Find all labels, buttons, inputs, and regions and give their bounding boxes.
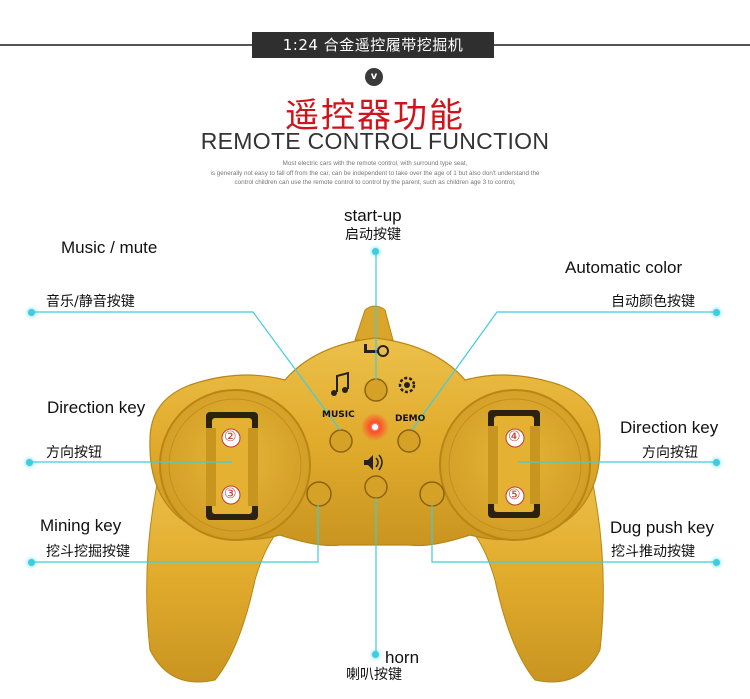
music-note-icon [331,371,349,396]
music-label-cn: 音乐/静音按键 [46,294,135,310]
dug-push-label-cn: 挖斗推动按键 [611,544,695,560]
direction-right-label-cn: 方向按钮 [642,445,698,461]
callout-dot-direction-right [713,459,720,466]
intro-line-2: is generally not easy to fall off from t… [210,170,540,177]
horn-label-cn: 喇叭按键 [346,667,402,683]
startup-label-en: start-up [344,206,402,225]
auto-color-label-en: Automatic color [565,258,683,277]
mining-label-en: Mining key [40,516,122,535]
callout-lines [30,252,718,655]
direction-number-5: ⑤ [508,487,521,503]
startup-button [364,378,388,402]
callout-dot-mining [28,559,35,566]
auto-color-label-cn: 自动颜色按键 [611,294,695,310]
speaker-icon [364,454,383,471]
direction-left-label-en: Direction key [47,398,146,417]
callout-dot-dug-push [713,559,720,566]
direction-right-label-en: Direction key [620,418,719,437]
v-badge: v [365,68,383,86]
antenna [354,305,394,341]
dug-push-label-en: Dug push key [610,518,714,537]
callout-dot-horn [372,651,379,658]
callout-dot-startup [372,248,379,255]
heading-en: REMOTE CONTROL FUNCTION [200,128,550,154]
product-title: 1:24 合金遥控履带挖掘机 [252,32,494,58]
horn-label-en: horn [385,648,420,667]
mining-button [306,481,332,507]
heading-cn: 遥控器功能 [285,96,465,136]
startup-label-cn: 启动按键 [345,227,401,243]
intro-line-1: Most electric cars with the remote contr… [282,160,468,167]
music-label: MUSIC [322,410,355,420]
dug-push-button [419,481,445,507]
gear-icon [398,376,416,394]
callout-dot-direction-left [26,459,33,466]
direction-number-2: ② [224,429,237,445]
music-button [329,429,353,453]
mining-label-cn: 挖斗挖掘按键 [46,544,130,560]
music-label-en: Music / mute [61,238,158,257]
callout-dot-music [28,309,35,316]
direction-number-3: ③ [224,486,237,502]
direction-number-4: ④ [508,429,521,445]
callout-dot-auto-color [713,309,720,316]
demo-button [397,429,421,453]
direction-left-label-cn: 方向按钮 [46,445,102,461]
intro-line-3: control children can use the remote cont… [234,179,516,186]
demo-label: DEMO [395,414,426,424]
horn-button [364,475,388,499]
key-icon [364,344,389,357]
